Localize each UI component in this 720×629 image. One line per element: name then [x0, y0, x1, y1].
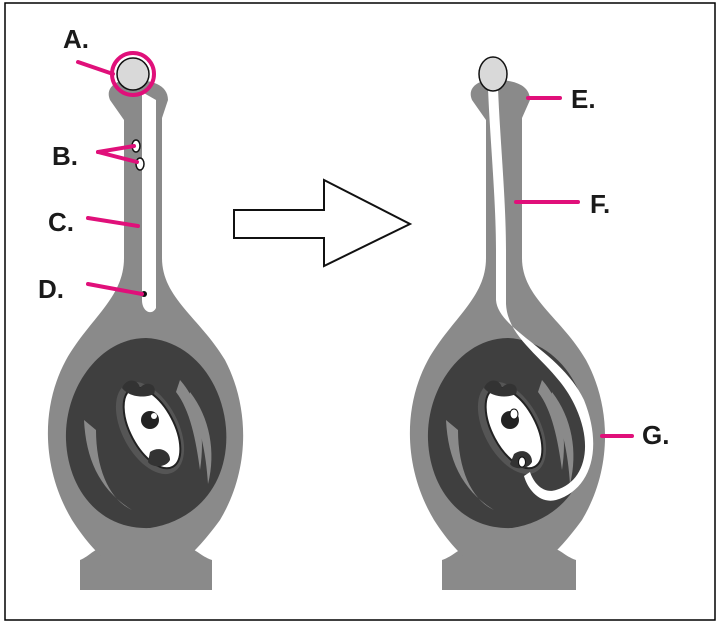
ovary-fold-left-1 [84, 420, 132, 510]
label-b: B. [52, 141, 78, 171]
ovary-fold-right-3 [550, 392, 574, 484]
label-g: G. [642, 420, 670, 450]
pointer-b-2 [96, 150, 139, 164]
label-a: A. [63, 24, 89, 54]
sperm-at-synergid [518, 456, 526, 468]
pollen-grain-right [478, 56, 508, 92]
sperm-at-egg [509, 408, 519, 420]
pointer-lines-left [76, 60, 144, 296]
pollen-grain-left [116, 57, 150, 91]
egg-nucleus-left [141, 411, 159, 429]
pistil-after [409, 56, 606, 590]
pointer-d [86, 282, 144, 296]
ovary-fold-left-3 [188, 392, 212, 484]
label-e: E. [571, 84, 596, 114]
style-channel-left [142, 92, 156, 313]
ovary-fold-right-1 [446, 420, 494, 510]
egg-highlight-left [151, 413, 157, 419]
sperm-cell-2 [135, 157, 145, 171]
pistil-before [47, 51, 244, 590]
label-c: C. [48, 207, 74, 237]
pointer-lines-right [514, 96, 634, 438]
diagram-border [4, 2, 716, 621]
pollen-tube [488, 88, 594, 501]
pointer-c [86, 216, 140, 228]
label-d: D. [38, 274, 64, 304]
antipodal-cells-left [122, 380, 155, 397]
pointer-a [76, 60, 115, 76]
synergid-cells-left [148, 449, 170, 467]
antipodal-cells-right [484, 380, 517, 397]
right-outline-arrow-icon [233, 178, 413, 268]
label-f: F. [590, 189, 611, 219]
pointer-b-1 [96, 144, 136, 154]
